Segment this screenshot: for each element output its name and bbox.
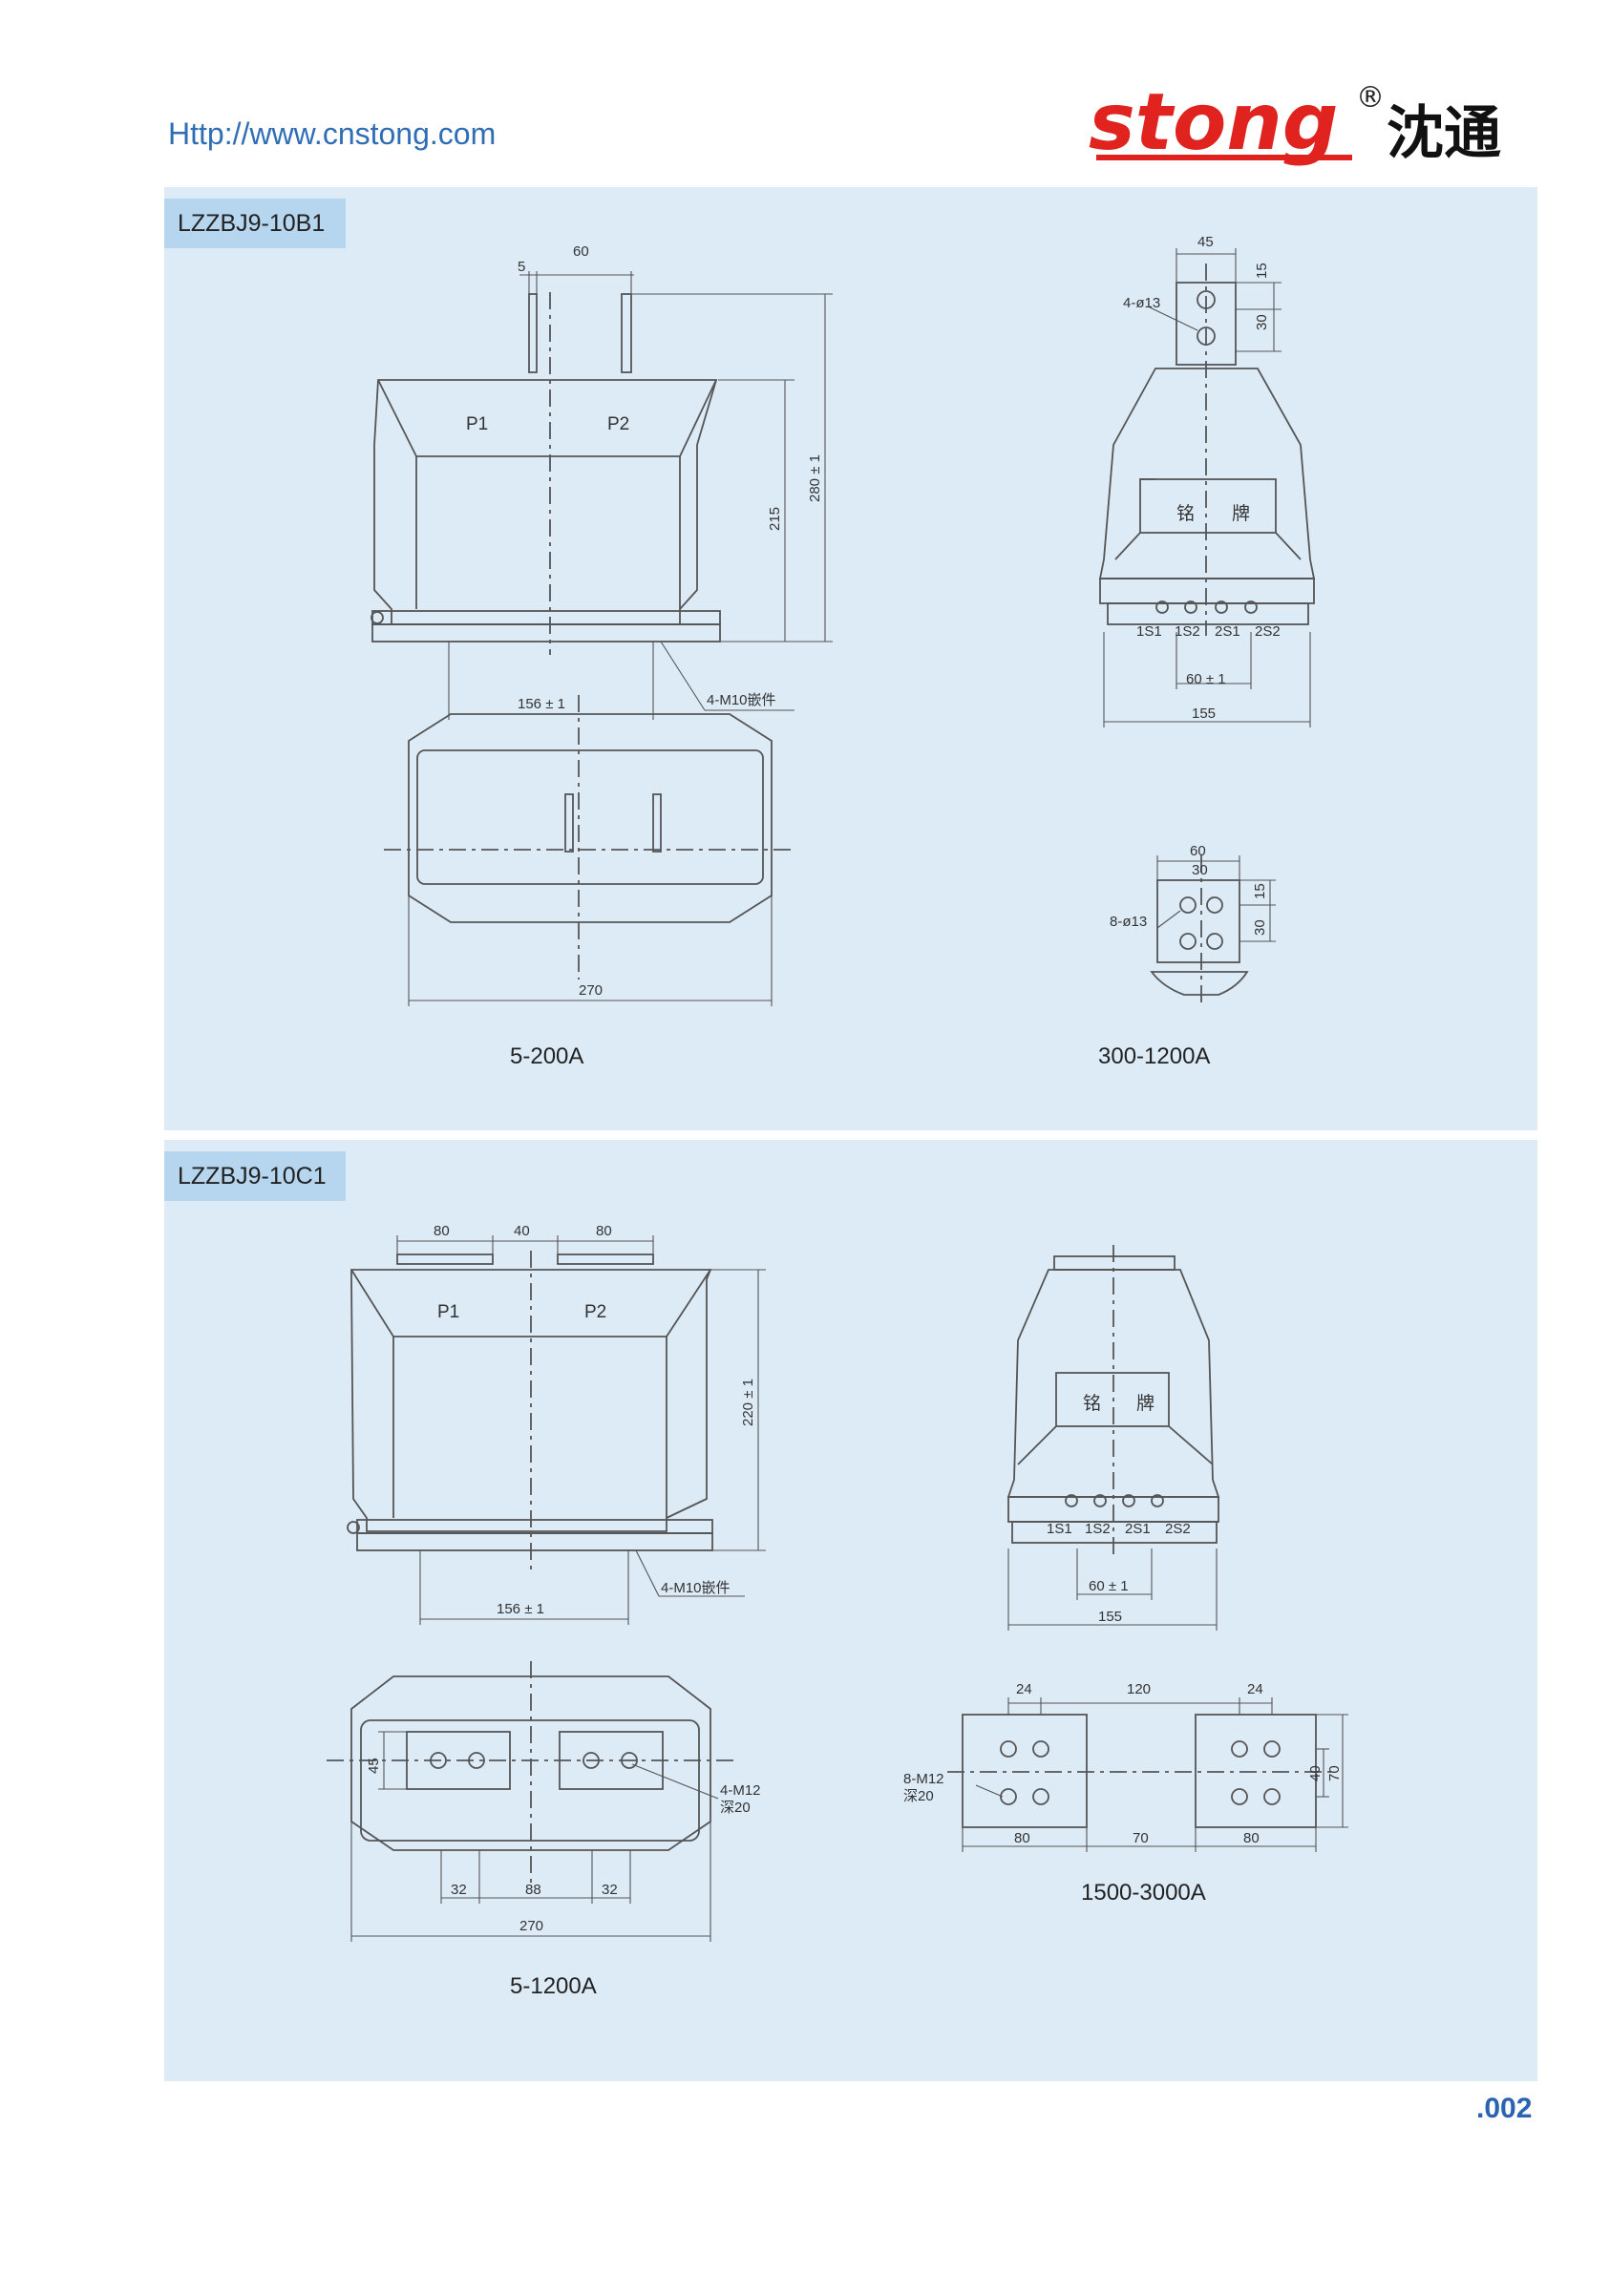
logo-text: stong: [1089, 77, 1338, 168]
dim-4-hole: 4-ø13: [1123, 295, 1160, 311]
plate-dim-70v: 70: [1326, 1765, 1343, 1781]
dim-215: 215: [767, 507, 783, 531]
top-dim-lines-c1: [350, 1731, 719, 1942]
plate-dim-80-left: 80: [1014, 1830, 1030, 1846]
dim-32-right: 32: [602, 1882, 618, 1898]
side-dim-lines-c1: [1007, 1548, 1218, 1631]
logo-underline: [1096, 155, 1352, 160]
logo-chinese-name: 沈通: [1387, 100, 1501, 167]
top-view-c1: [327, 1661, 737, 1885]
plate-dim-24-right: 24: [1247, 1681, 1263, 1697]
dim-80-left: 80: [434, 1223, 450, 1239]
terminal-p2: P2: [607, 414, 629, 434]
dim-60-pitch: 60 ± 1: [1186, 671, 1226, 687]
drawing-c1: P1 P2 80 40 80 220 ± 1 156 ± 1 4-M10嵌件 4…: [327, 1223, 1348, 1999]
front-view-b1: [371, 292, 721, 655]
dim-80-right: 80: [596, 1223, 612, 1239]
plate-dim-70: 70: [1133, 1830, 1149, 1846]
dim-155: 155: [1098, 1609, 1122, 1625]
plate-thread-m12: 8-M12: [903, 1771, 944, 1787]
top-dim-lines-b1: [408, 895, 773, 1006]
front-dim-lines-c1: [396, 1235, 766, 1625]
dim-45: 45: [1197, 234, 1214, 250]
sec-terminal-1s2: 1S2: [1085, 1521, 1111, 1537]
brand-logo: stong ® 沈通: [1089, 77, 1501, 168]
website-url[interactable]: Http://www.cnstong.com: [168, 116, 497, 151]
dim-280: 280 ± 1: [807, 454, 823, 502]
sec-terminal-2s1: 2S1: [1215, 623, 1240, 640]
dim-insert: 4-M10嵌件: [661, 1580, 731, 1596]
dim-88: 88: [525, 1882, 541, 1898]
nameplate-char-1: 铭: [1176, 503, 1195, 524]
side-view-c1: [1006, 1245, 1220, 1556]
sec-terminal-1s2: 1S2: [1175, 623, 1200, 640]
terminal-p1: P1: [437, 1302, 459, 1322]
bolt-dim-30v: 30: [1252, 919, 1268, 936]
sec-terminal-2s2: 2S2: [1165, 1521, 1191, 1537]
terminal-p1: P1: [466, 414, 488, 434]
dim-156: 156 ± 1: [518, 696, 565, 712]
side-dim-lines-b1: [1103, 248, 1311, 727]
product-panel-c1: LZZBJ9-10C1: [164, 1140, 1537, 2081]
front-dim-lines-b1: [448, 271, 833, 720]
terminal-p2: P2: [584, 1302, 606, 1322]
caption-5-1200a: 5-1200A: [510, 1973, 597, 1999]
dim-220: 220 ± 1: [740, 1379, 756, 1426]
caption-5-200a: 5-200A: [510, 1043, 583, 1069]
dim-60-pitch: 60 ± 1: [1089, 1578, 1129, 1594]
model-label: LZZBJ9-10C1: [164, 1151, 346, 1201]
dim-5: 5: [518, 259, 525, 275]
thread-depth: 深20: [720, 1800, 751, 1816]
sec-terminal-1s1: 1S1: [1136, 623, 1162, 640]
plate-dim-120: 120: [1127, 1681, 1151, 1697]
plate-thread-depth: 深20: [903, 1788, 934, 1804]
dim-270: 270: [579, 982, 603, 999]
registered-mark: ®: [1356, 81, 1385, 115]
front-view-c1: [347, 1251, 713, 1569]
dim-270: 270: [519, 1918, 543, 1934]
caption-300-1200a: 300-1200A: [1098, 1043, 1210, 1069]
dim-40: 40: [514, 1223, 530, 1239]
drawing-b1: P1 P2 5 60 215 280 ± 1 156 ± 1 4-M10嵌件 2…: [371, 234, 1316, 1069]
nameplate-char-1: 铭: [1083, 1393, 1101, 1414]
caption-1500-3000a: 1500-3000A: [1081, 1880, 1206, 1906]
bolt-dim-8-hole: 8-ø13: [1110, 914, 1147, 930]
top-view-b1: [384, 695, 794, 979]
bolt-dim-15: 15: [1252, 883, 1268, 899]
page-number: .002: [1476, 2093, 1533, 2124]
dim-45: 45: [366, 1758, 382, 1774]
plate-dim-80-right: 80: [1243, 1830, 1260, 1846]
bolt-dim-60: 60: [1190, 843, 1206, 859]
model-label: LZZBJ9-10B1: [164, 199, 346, 248]
sec-terminal-2s2: 2S2: [1255, 623, 1281, 640]
plates-detail-c1: [947, 1714, 1335, 1828]
dim-155: 155: [1192, 706, 1216, 722]
dim-15: 15: [1254, 263, 1270, 279]
thread-m12: 4-M12: [720, 1782, 761, 1799]
side-view-b1: [1098, 263, 1316, 636]
sec-terminal-2s1: 2S1: [1125, 1521, 1151, 1537]
sec-terminal-1s1: 1S1: [1047, 1521, 1072, 1537]
dim-60: 60: [573, 243, 589, 260]
plate-dim-24-left: 24: [1016, 1681, 1032, 1697]
product-panel-b1: LZZBJ9-10B1: [164, 187, 1537, 1130]
bolt-dim-lines-b1: [1156, 855, 1276, 942]
bolt-dim-30: 30: [1192, 862, 1208, 878]
dim-32-left: 32: [451, 1882, 467, 1898]
plates-dim-lines-c1: [962, 1697, 1348, 1852]
dim-insert: 4-M10嵌件: [707, 692, 776, 708]
nameplate-char-2: 牌: [1136, 1393, 1155, 1414]
dim-30: 30: [1254, 314, 1270, 330]
dim-156: 156 ± 1: [497, 1601, 544, 1617]
nameplate-char-2: 牌: [1232, 503, 1250, 524]
plate-dim-40: 40: [1307, 1765, 1324, 1781]
